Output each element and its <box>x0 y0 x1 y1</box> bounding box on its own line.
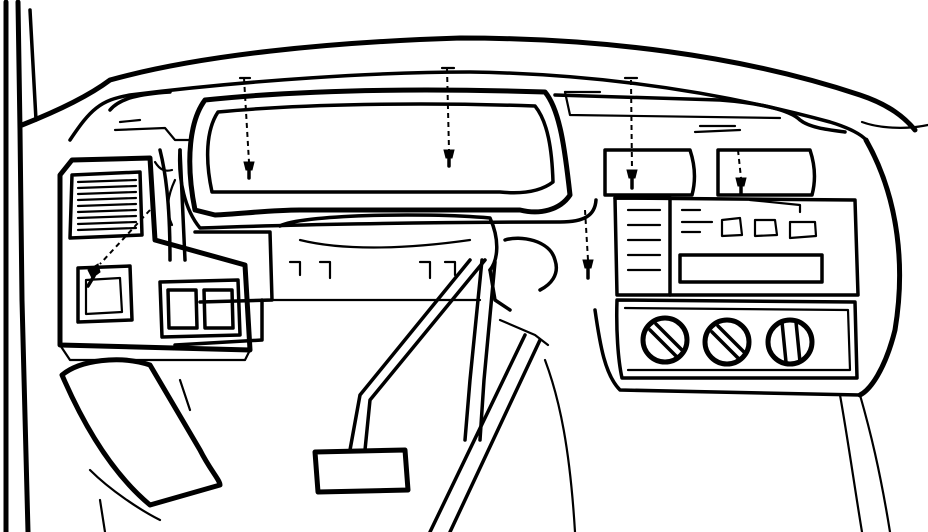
steering-column <box>59 357 223 532</box>
center-vent-left <box>603 148 697 197</box>
center-structure <box>158 148 558 347</box>
screw-icon <box>582 259 594 280</box>
screw-icon <box>626 169 638 190</box>
knob-icon <box>702 317 752 367</box>
pedal-assembly <box>312 258 550 532</box>
dashboard-top-outline <box>19 35 928 142</box>
dashboard-right-side <box>593 137 903 532</box>
knob-icon <box>640 315 690 365</box>
instrument-cluster <box>177 87 598 230</box>
screw-icon <box>443 149 455 168</box>
audio-panel <box>613 196 860 297</box>
upper-lip <box>108 90 847 134</box>
floor-lines <box>178 358 577 532</box>
center-vent-right <box>693 124 817 197</box>
wiring-harness <box>113 118 192 227</box>
screw-icon <box>735 177 747 196</box>
climate-panel <box>615 298 859 380</box>
knob-icon <box>765 317 815 367</box>
a-pillar <box>3 0 38 532</box>
left-vent-panel <box>57 155 253 362</box>
screw-icon <box>243 161 255 180</box>
